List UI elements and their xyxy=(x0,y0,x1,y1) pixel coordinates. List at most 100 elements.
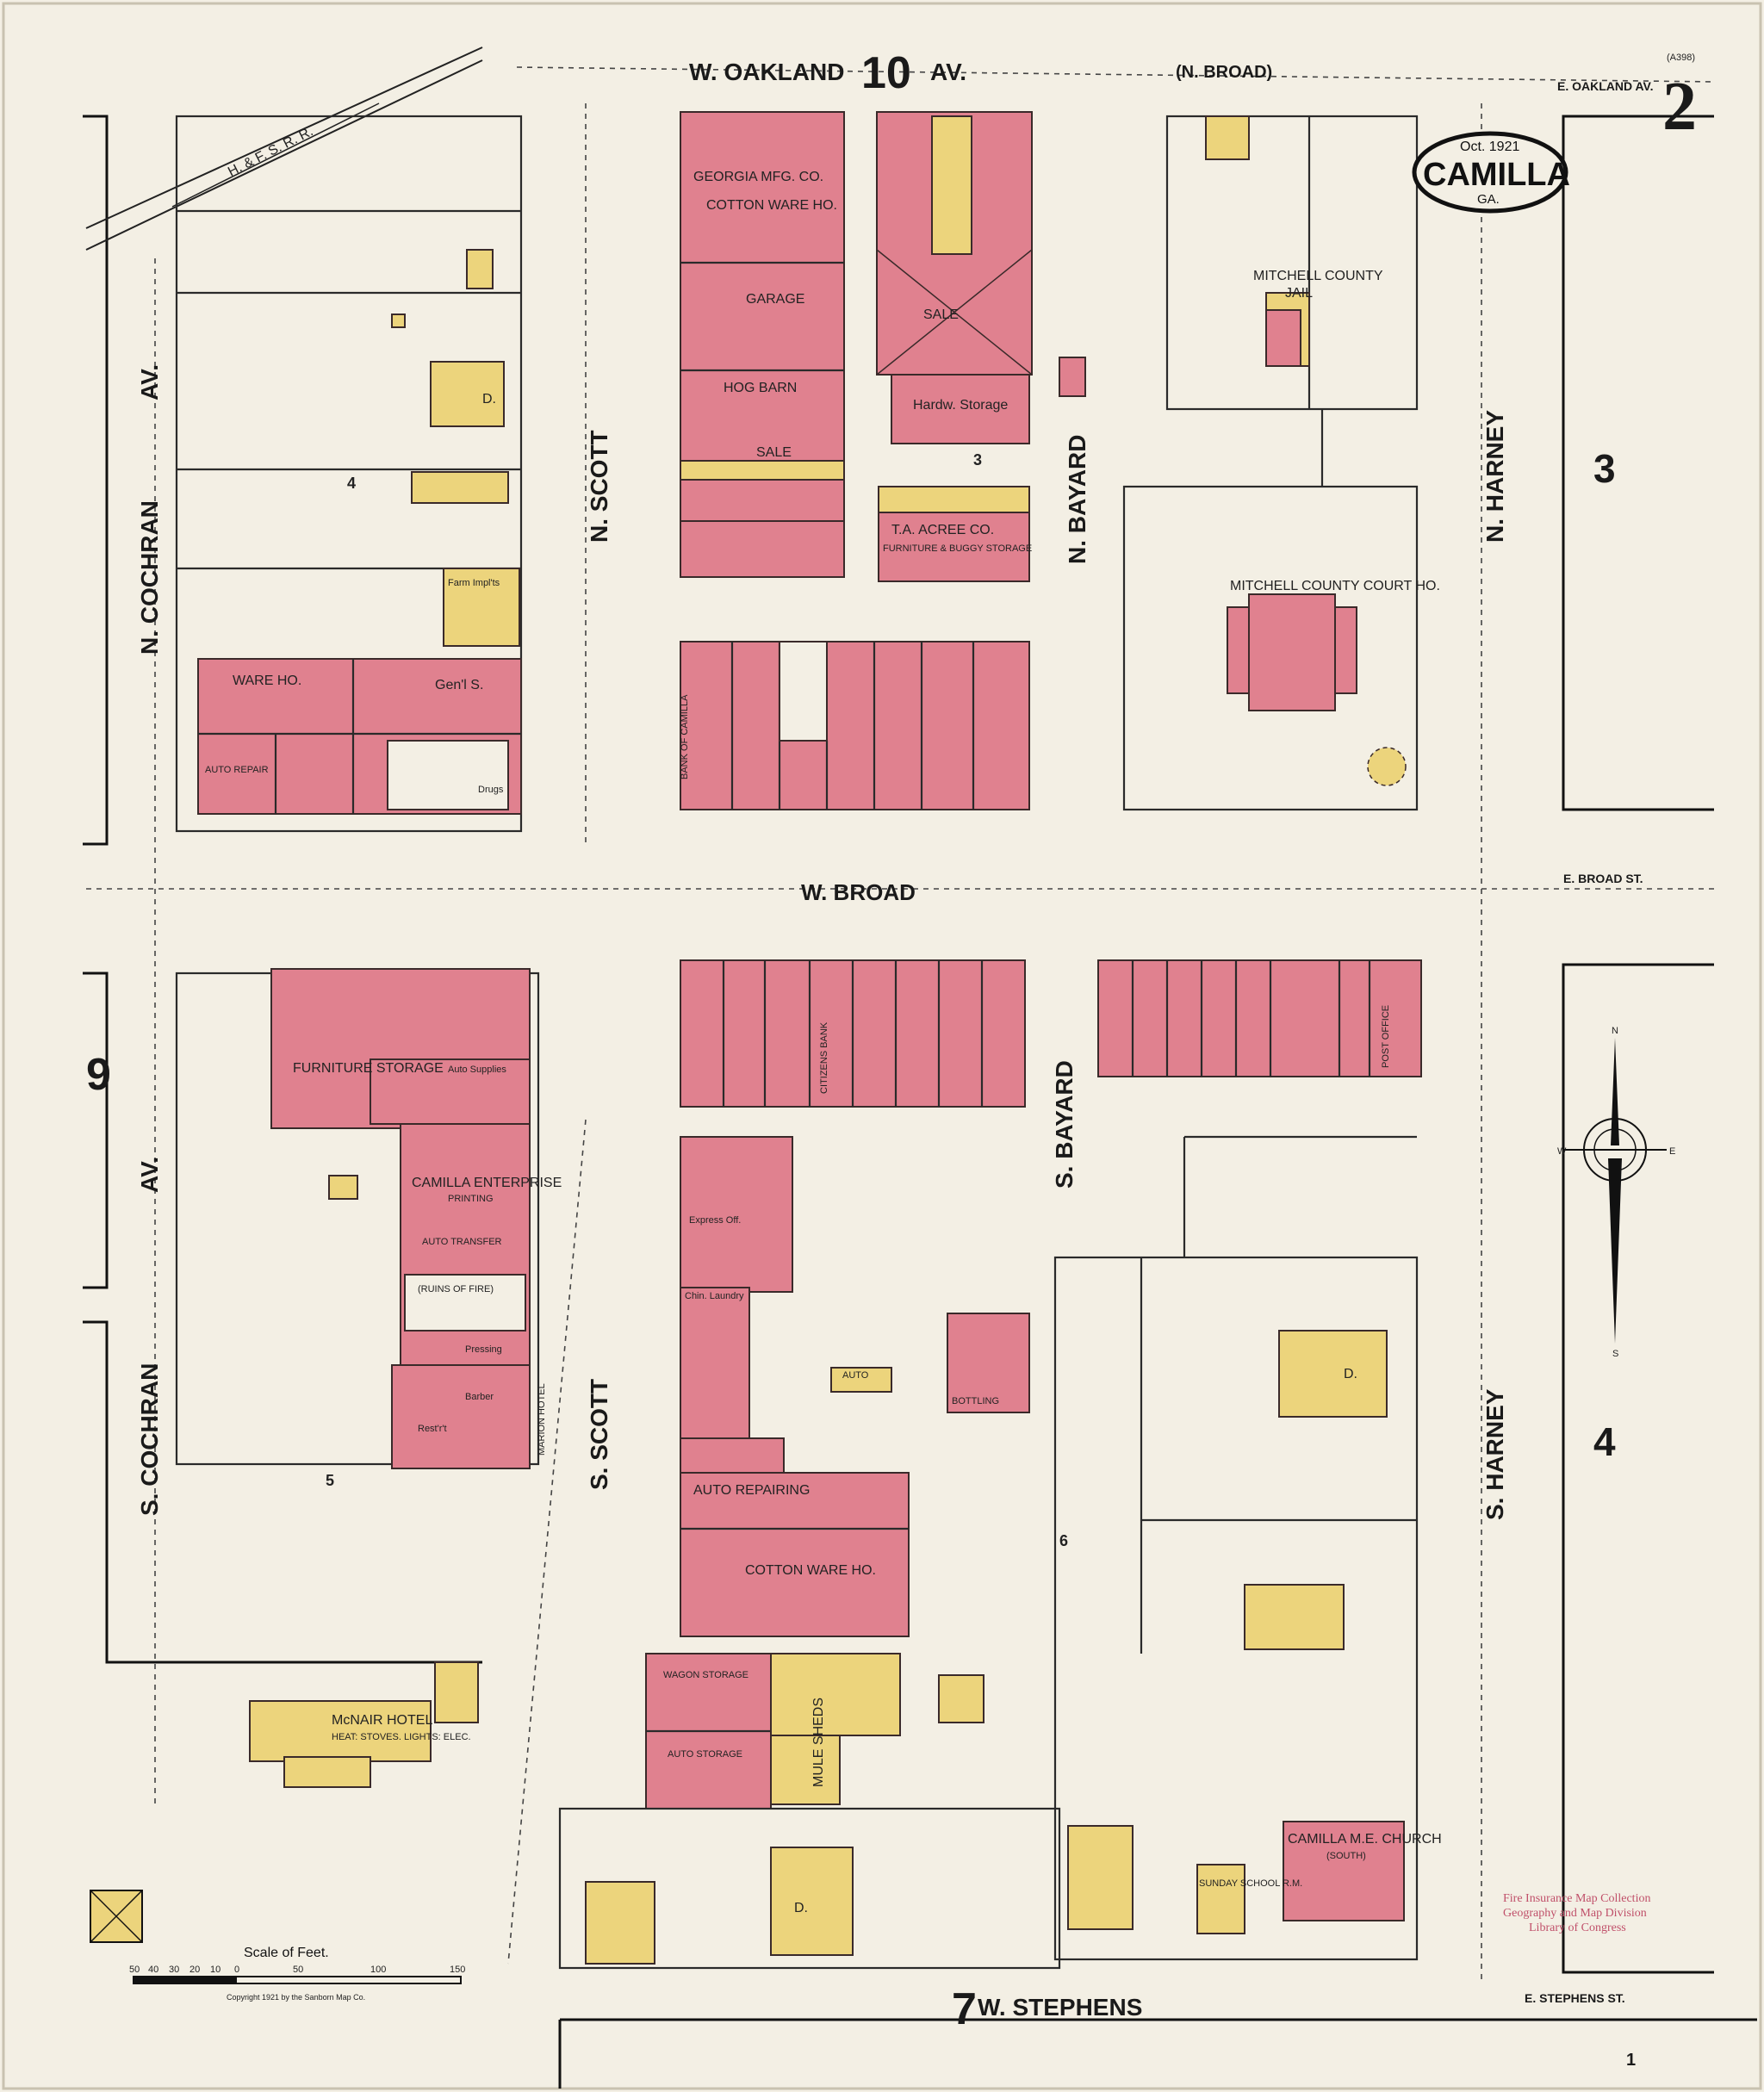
restaurant-label-1: Rest'r't xyxy=(418,1424,447,1434)
mcnair-hotel-label: McNAIR HOTEL xyxy=(332,1713,432,1728)
curbs xyxy=(83,115,1757,2089)
ware-house-label: WARE HO. xyxy=(233,674,301,688)
dwelling-label-2: D. xyxy=(794,1901,808,1915)
cotton-warehouse-label-1: COTTON WARE HO. xyxy=(706,198,837,213)
cotton-warehouse-label-2: COTTON WARE HO. xyxy=(745,1563,876,1578)
georgia-mfg-label: GEORGIA MFG. CO. xyxy=(693,170,823,184)
street-w-oakland: W. OAKLAND xyxy=(689,59,844,85)
post-office-label: POST OFFICE xyxy=(1381,1005,1391,1068)
compass-w: W xyxy=(1557,1146,1567,1157)
scale-tick-0: 0 xyxy=(234,1965,239,1975)
garage-label: GARAGE xyxy=(746,292,804,307)
scale-tick-20: 20 xyxy=(189,1965,200,1975)
chinese-laundry-label: Chin. Laundry xyxy=(685,1291,744,1301)
church-sub-label: (SOUTH) xyxy=(1326,1851,1366,1861)
auto-repairing-label: AUTO REPAIRING xyxy=(693,1483,810,1498)
sunday-school-label: SUNDAY SCHOOL R.M. xyxy=(1199,1878,1302,1889)
church-label: CAMILLA M.E. CHURCH xyxy=(1288,1832,1442,1847)
ruins-label: (RUINS OF FIRE) xyxy=(418,1284,494,1294)
scale-tick-150: 150 xyxy=(450,1965,465,1975)
compass-s: S xyxy=(1612,1349,1618,1359)
sale-label-2: SALE xyxy=(923,307,959,322)
street-s-scott: S. SCOTT xyxy=(586,1379,612,1490)
scale-tick-10: 10 xyxy=(210,1965,220,1975)
scale-tick-50: 50 xyxy=(293,1965,303,1975)
cartouche-date: Oct. 1921 xyxy=(1460,140,1519,154)
scale-bar: Scale of Feet. 50 40 30 20 10 0 50 100 1… xyxy=(129,1946,465,2002)
wagon-storage-label: WAGON STORAGE xyxy=(663,1670,748,1680)
street-n-harney: N. HARNEY xyxy=(1481,410,1508,543)
street-e-broad: E. BROAD ST. xyxy=(1563,872,1643,885)
scale-title: Scale of Feet. xyxy=(244,1946,329,1960)
auto-storage-label: AUTO STORAGE xyxy=(668,1749,742,1760)
block-3: GEORGIA MFG. CO. COTTON WARE HO. GARAGE … xyxy=(680,111,1086,810)
street-n-cochran: N. COCHRAN xyxy=(136,500,163,655)
street-n-broad: (N. BROAD) xyxy=(1176,63,1272,82)
block-number-4-east: 4 xyxy=(1593,1419,1616,1464)
acree-label: T.A. ACREE CO. xyxy=(891,523,994,537)
farm-implements-label: Farm Impl'ts xyxy=(448,578,500,588)
hardware-storage-label: Hardw. Storage xyxy=(913,398,1008,413)
street-n-scott: N. SCOTT xyxy=(586,430,612,543)
scale-tick-40: 40 xyxy=(148,1965,158,1975)
scale-tick-100: 100 xyxy=(370,1965,386,1975)
block-number-4: 4 xyxy=(347,475,356,492)
block-number-3: 3 xyxy=(973,451,982,469)
scale-tick-30: 30 xyxy=(169,1965,179,1975)
jail-label-1: MITCHELL COUNTY xyxy=(1253,269,1383,283)
street-s-cochran: S. COCHRAN xyxy=(136,1363,163,1516)
mule-sheds-label: MULE SHEDS xyxy=(811,1698,826,1787)
stamp-line-2: Geography and Map Division xyxy=(1503,1907,1647,1920)
street-w-oakland-av: AV. xyxy=(930,59,966,85)
adjoining-sheet-7: 7 xyxy=(952,1984,977,2034)
scale-tick-50l: 50 xyxy=(129,1965,140,1975)
compass-rose: N W E S xyxy=(1557,1026,1675,1359)
acree-sub-label: FURNITURE & BUGGY STORAGE xyxy=(883,543,1032,554)
auto-repair-label: AUTO REPAIR xyxy=(205,765,269,775)
street-s-cochran-av: AV. xyxy=(136,1157,163,1193)
street-s-harney: S. HARNEY xyxy=(1481,1388,1508,1520)
barber-label: Barber xyxy=(465,1392,494,1402)
furniture-storage-label: FURNITURE STORAGE xyxy=(293,1061,444,1076)
copyright: Copyright 1921 by the Sanborn Map Co. xyxy=(227,1993,365,2002)
dwelling-label: D. xyxy=(482,392,496,407)
street-n-cochran-av: AV. xyxy=(136,364,163,400)
sale-label-1: SALE xyxy=(756,445,792,460)
street-s-bayard: S. BAYARD xyxy=(1051,1060,1078,1189)
street-labels: W. OAKLAND AV. (N. BROAD) E. OAKLAND AV.… xyxy=(136,59,1654,2021)
street-n-bayard: N. BAYARD xyxy=(1064,435,1090,564)
mcnair-sub-label: HEAT: STOVES. LIGHTS: ELEC. xyxy=(332,1732,471,1742)
street-e-stephens: E. STEPHENS ST. xyxy=(1525,1991,1625,2005)
adjoining-sheet-1: 1 xyxy=(1626,2051,1636,2070)
drugs-label-1: Drugs xyxy=(478,785,504,795)
block-ne: MITCHELL COUNTY JAIL MITCHELL COUNTY COU… xyxy=(1122,115,1440,811)
cartouche: Oct. 1921 CAMILLA GA. xyxy=(1412,131,1570,214)
block-6-west: CITIZENS BANK Express Off. Chin. Laundry… xyxy=(558,959,1061,1970)
compass-n: N xyxy=(1612,1026,1618,1036)
bank-of-camilla-label: BANK OF CAMILLA xyxy=(680,694,690,779)
bottling-label: BOTTLING xyxy=(952,1396,999,1406)
block-5: FURNITURE STORAGE Auto Supplies (RUINS O… xyxy=(175,968,562,1489)
auto-transfer-label: AUTO TRANSFER xyxy=(422,1237,502,1247)
citizens-bank-label: CITIZENS BANK xyxy=(819,1021,829,1094)
stamp-line-1: Fire Insurance Map Collection xyxy=(1503,1892,1650,1905)
mcnair-hotel: McNAIR HOTEL HEAT: STOVES. LIGHTS: ELEC. xyxy=(249,1661,479,1788)
camilla-enterprise-label: CAMILLA ENTERPRISE xyxy=(412,1176,562,1190)
dwelling-label-3: D. xyxy=(1344,1367,1357,1381)
stamp-line-3: Library of Congress xyxy=(1529,1921,1626,1934)
loc-stamp: Fire Insurance Map Collection Geography … xyxy=(1503,1892,1650,1934)
block-number-5: 5 xyxy=(326,1472,334,1489)
printing-label: PRINTING xyxy=(448,1194,494,1204)
marion-hotel-label: MARION HOTEL xyxy=(537,1383,547,1456)
street-e-oakland: E. OAKLAND AV. xyxy=(1557,79,1654,93)
adjoining-sheet-10: 10 xyxy=(861,48,911,98)
block-number-3-east: 3 xyxy=(1593,446,1616,491)
pressing-label: Pressing xyxy=(465,1344,502,1355)
sheet-id: (A398) xyxy=(1667,53,1695,63)
sheet-number: 2 xyxy=(1662,69,1697,145)
legend-icon xyxy=(90,1890,143,1943)
street-w-broad: W. BROAD xyxy=(801,879,916,905)
cartouche-state: GA. xyxy=(1477,192,1500,207)
block-number-6: 6 xyxy=(1059,1532,1068,1549)
